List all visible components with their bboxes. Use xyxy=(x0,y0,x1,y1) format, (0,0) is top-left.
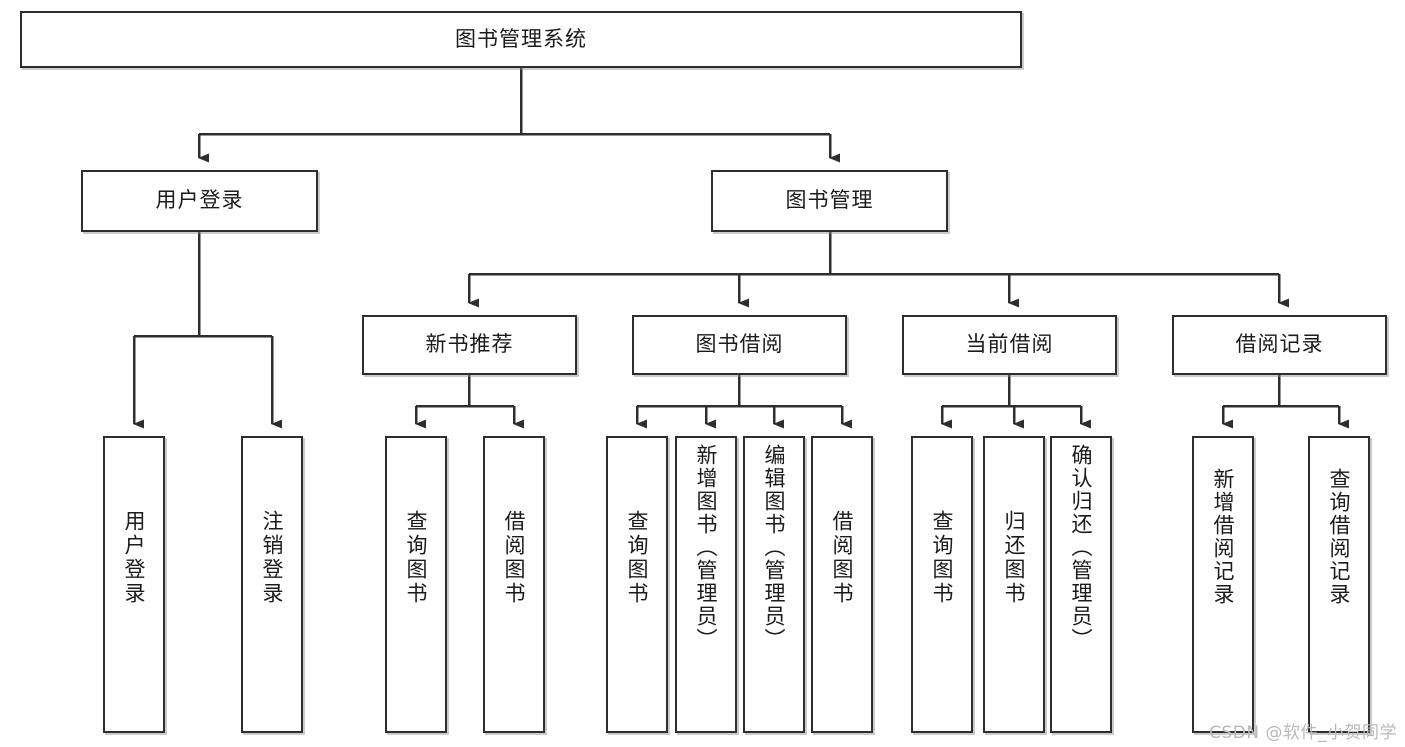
node-leaf-query-record[interactable]: 查询借阅记录 xyxy=(1308,436,1370,733)
node-leaf-return-book[interactable]: 归还图书 xyxy=(983,436,1045,733)
node-user-login-label: 用户登录 xyxy=(155,188,244,213)
node-leaf-query-record-label: 查询借阅记录 xyxy=(1327,468,1352,606)
node-leaf-edit-book-label: 编辑图书（管理员） xyxy=(762,444,787,651)
node-book-borrow-label: 图书借阅 xyxy=(695,332,784,357)
node-leaf-user-login[interactable]: 用户登录 xyxy=(103,436,165,733)
node-borrow-record[interactable]: 借阅记录 xyxy=(1172,315,1387,375)
node-current-borrow-label: 当前借阅 xyxy=(965,332,1054,357)
node-leaf-add-book-label: 新增图书（管理员） xyxy=(694,444,719,651)
node-leaf-add-record[interactable]: 新增借阅记录 xyxy=(1192,436,1254,733)
node-root-label: 图书管理系统 xyxy=(455,26,587,51)
node-leaf-edit-book[interactable]: 编辑图书（管理员） xyxy=(743,436,805,733)
node-leaf-user-login-label: 用户登录 xyxy=(122,510,147,606)
node-new-book-rec-label: 新书推荐 xyxy=(425,332,514,357)
node-leaf-add-book[interactable]: 新增图书（管理员） xyxy=(675,436,737,733)
node-book-borrow[interactable]: 图书借阅 xyxy=(632,315,847,375)
node-leaf-borrow-book-rec[interactable]: 借阅图书 xyxy=(483,436,545,733)
node-leaf-return-book-label: 归还图书 xyxy=(1002,510,1027,606)
node-leaf-query-book-rec[interactable]: 查询图书 xyxy=(385,436,447,733)
node-leaf-confirm-return-label: 确认归还（管理员） xyxy=(1069,444,1094,651)
node-user-login[interactable]: 用户登录 xyxy=(81,170,318,232)
csdn-watermark: CSDN @软件_小贺同学 xyxy=(1209,723,1397,743)
node-book-manage[interactable]: 图书管理 xyxy=(711,170,948,232)
node-leaf-query-book-cur-label: 查询图书 xyxy=(930,510,955,606)
node-borrow-record-label: 借阅记录 xyxy=(1235,332,1324,357)
node-current-borrow[interactable]: 当前借阅 xyxy=(902,315,1117,375)
node-leaf-borrow-book-rec-label: 借阅图书 xyxy=(502,510,527,606)
node-leaf-query-book-label: 查询图书 xyxy=(625,510,650,606)
node-leaf-confirm-return[interactable]: 确认归还（管理员） xyxy=(1050,436,1112,733)
node-leaf-borrow-book-label: 借阅图书 xyxy=(830,510,855,606)
node-new-book-rec[interactable]: 新书推荐 xyxy=(362,315,577,375)
node-root[interactable]: 图书管理系统 xyxy=(20,11,1022,68)
node-leaf-borrow-book[interactable]: 借阅图书 xyxy=(811,436,873,733)
node-leaf-query-book[interactable]: 查询图书 xyxy=(606,436,668,733)
node-leaf-query-book-rec-label: 查询图书 xyxy=(404,510,429,606)
node-book-manage-label: 图书管理 xyxy=(785,188,874,213)
node-leaf-query-book-cur[interactable]: 查询图书 xyxy=(911,436,973,733)
node-leaf-logout-label: 注销登录 xyxy=(260,510,285,606)
node-leaf-add-record-label: 新增借阅记录 xyxy=(1211,468,1236,606)
node-leaf-logout[interactable]: 注销登录 xyxy=(241,436,303,733)
